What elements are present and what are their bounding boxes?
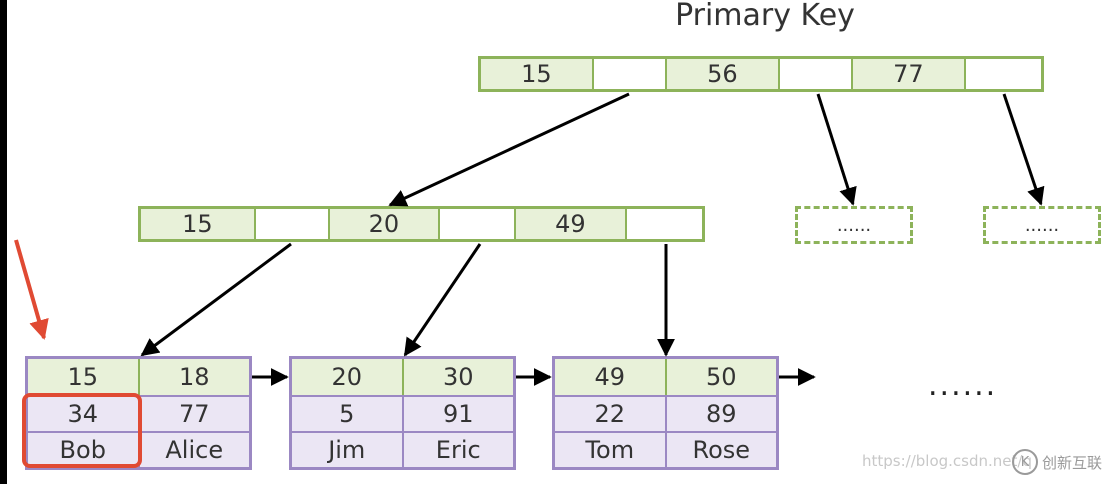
- diagram-title: Primary Key: [675, 0, 855, 33]
- more-leaves-ellipsis: ......: [928, 368, 998, 403]
- watermark-url: https://blog.csdn.net/q: [862, 452, 1032, 470]
- leaf-key: 20: [331, 363, 363, 391]
- arrow-internal-to-leaf-1: [140, 242, 292, 357]
- internal-node: 15 20 49: [138, 206, 705, 242]
- brand-text: 创新互联: [1042, 453, 1103, 472]
- record-highlight-box: [22, 393, 142, 468]
- leaf-id: 89: [664, 397, 777, 431]
- leaf-key: 49: [594, 363, 626, 391]
- leaf-node-3: 49 50 22 89 Tom Rose: [552, 356, 779, 470]
- leaf-name: Rose: [664, 433, 777, 467]
- leaf-key: 15: [67, 363, 99, 391]
- red-pointer-arrow: [14, 239, 49, 340]
- leaf-node-1: 15 18 34 77 Bob Alice: [25, 356, 252, 470]
- internal-pointer-3: [626, 209, 702, 239]
- leaf-id: 22: [594, 400, 626, 428]
- root-pointer-1: [593, 59, 668, 89]
- root-pointer-3: [965, 59, 1042, 89]
- internal-key-3: 49: [516, 209, 627, 239]
- brand-mark-icon: K: [1012, 449, 1038, 475]
- root-node: 15 56 77: [478, 56, 1044, 92]
- leaf-name: Bob: [59, 436, 106, 464]
- placeholder-node-1: ......: [795, 206, 913, 244]
- placeholder-node-2: ......: [983, 206, 1101, 244]
- leaf-id: 34: [67, 400, 99, 428]
- left-edge-bar: [0, 0, 7, 484]
- leaf-id: 5: [339, 400, 355, 428]
- leaf-name: Jim: [328, 436, 366, 464]
- root-key-2: 56: [667, 59, 780, 89]
- leaf-key: 18: [137, 359, 250, 395]
- root-key-1: 15: [481, 59, 594, 89]
- arrow-root-to-internal: [388, 92, 630, 207]
- leaf-name: Eric: [401, 433, 514, 467]
- internal-pointer-1: [255, 209, 330, 239]
- arrow-root-to-placeholder-1: [816, 93, 857, 206]
- arrow-internal-to-leaf-2: [403, 243, 482, 357]
- leaf-id: 91: [401, 397, 514, 431]
- root-pointer-2: [779, 59, 854, 89]
- brand-logo: K 创新互联: [1012, 440, 1114, 484]
- arrow-root-to-placeholder-2: [1002, 93, 1045, 206]
- internal-key-2: 20: [329, 209, 440, 239]
- internal-key-1: 15: [141, 209, 256, 239]
- leaf-name: Tom: [585, 436, 635, 464]
- leaf-node-2: 20 30 5 91 Jim Eric: [289, 356, 516, 470]
- root-key-3: 77: [853, 59, 966, 89]
- leaf-key: 30: [401, 359, 514, 395]
- leaf-key: 50: [664, 359, 777, 395]
- internal-pointer-2: [439, 209, 516, 239]
